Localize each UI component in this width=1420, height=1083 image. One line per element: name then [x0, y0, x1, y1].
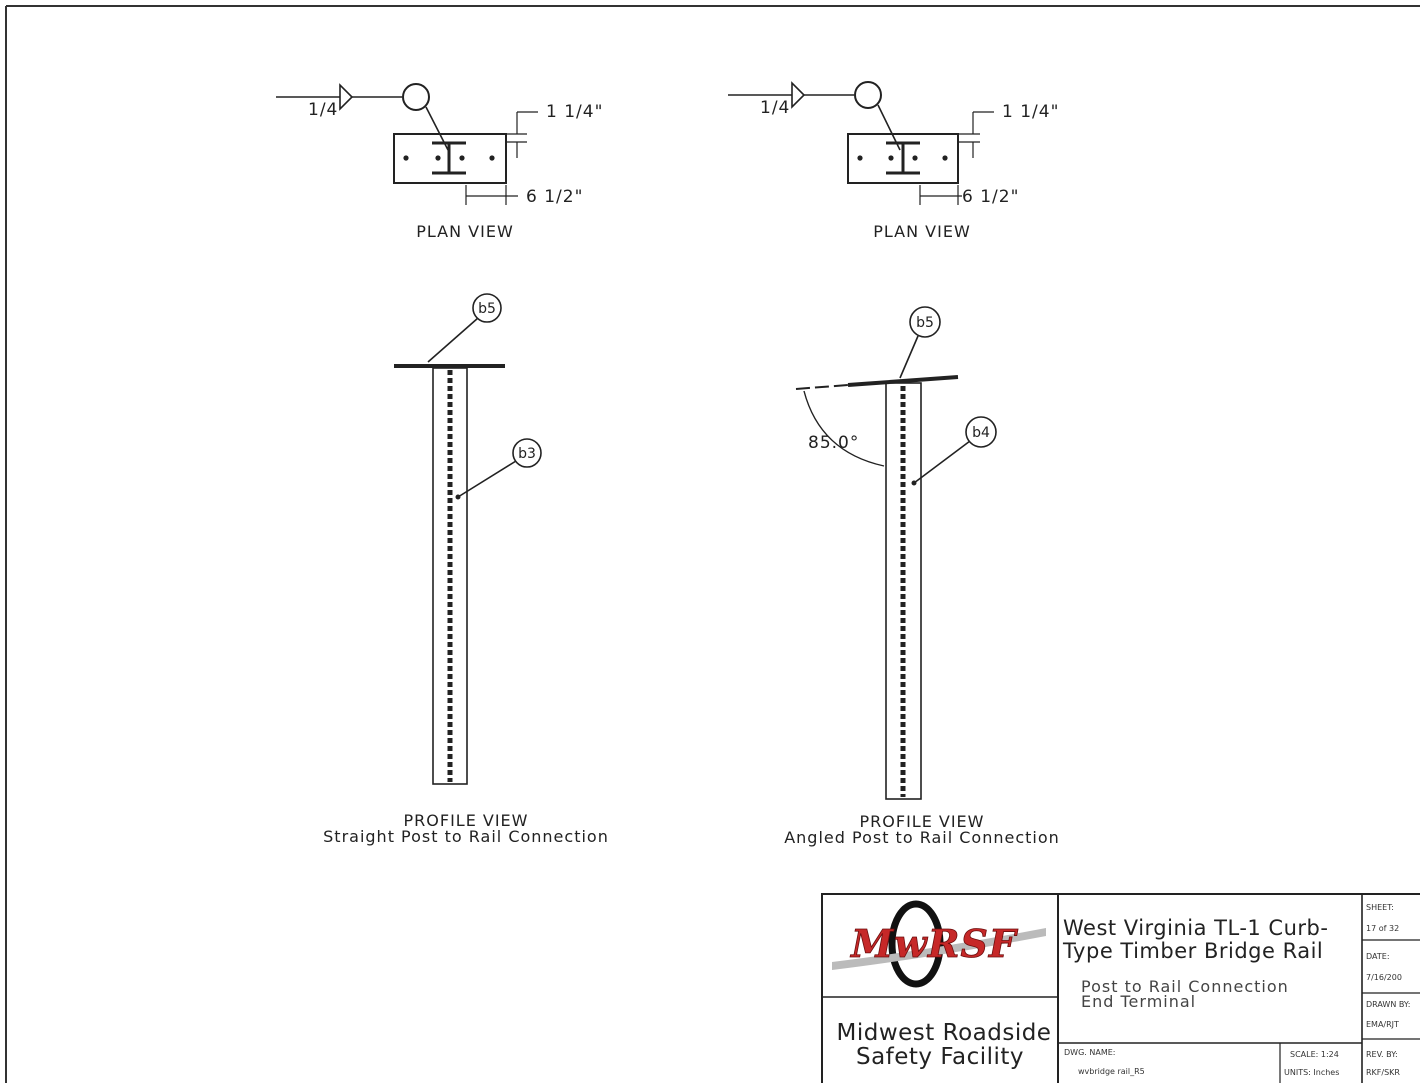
base-plate-right [847, 133, 959, 184]
sheet-label: SHEET: [1366, 903, 1394, 912]
plan-view-left [276, 83, 538, 205]
date-value: 7/16/200 [1366, 973, 1402, 982]
weld-size-right: 1/4 [760, 98, 790, 118]
rail-plate-extension-right [795, 384, 849, 390]
rev-by-label: REV. BY: [1366, 1050, 1398, 1059]
profile-view-right-subtitle: Angled Post to Rail Connection [784, 828, 1060, 847]
drawn-by-label: DRAWN BY: [1366, 1000, 1410, 1009]
mwrsf-logo: MwRSF [832, 900, 1046, 988]
dim-offset-right-label: 6 1/2" [962, 187, 1019, 207]
callout-b4-right [965, 416, 997, 448]
dwg-name-value: wvbridge rail_R5 [1078, 1067, 1145, 1076]
dim-offset-left-label: 6 1/2" [526, 187, 583, 207]
dim-thickness-left [507, 111, 538, 158]
project-title-line-1: West Virginia TL-1 Curb- [1063, 916, 1328, 940]
date-label: DATE: [1366, 952, 1390, 961]
callout-b3-left-label: b3 [518, 446, 536, 462]
base-plate-left [393, 133, 507, 184]
callout-b3-left [512, 438, 542, 468]
post-left [432, 367, 468, 785]
dim-thickness-right [959, 111, 994, 158]
profile-view-left [394, 293, 542, 785]
org-line-1: Midwest Roadside [837, 1020, 1052, 1046]
plan-view-right [728, 81, 994, 205]
profile-view-left-subtitle: Straight Post to Rail Connection [323, 827, 609, 846]
rev-by-value: RKF/SKR [1366, 1068, 1400, 1077]
callout-b5-right-label: b5 [916, 315, 934, 331]
dim-thickness-left-label: 1 1/4" [546, 102, 603, 122]
bolt-holes-right [857, 155, 948, 161]
drawing-subtitle-line-2: End Terminal [1081, 992, 1196, 1011]
rail-plate-right [847, 375, 959, 387]
dim-thickness-right-label: 1 1/4" [1002, 102, 1059, 122]
weld-symbol-right [728, 81, 901, 151]
weld-size-left: 1/4 [308, 100, 338, 120]
angle-label: 85.0° [808, 433, 859, 453]
profile-view-right [795, 306, 997, 800]
post-section-left [432, 141, 466, 175]
callout-b5-left [472, 293, 502, 323]
dwg-name-label: DWG. NAME: [1064, 1048, 1115, 1057]
scale-label: SCALE: 1:24 [1290, 1050, 1339, 1059]
plan-view-right-title: PLAN VIEW [873, 222, 971, 241]
units-label: UNITS: Inches [1284, 1068, 1339, 1077]
sheet-border [5, 5, 1420, 1083]
callout-b5-right [909, 306, 941, 338]
title-block [821, 893, 1420, 1083]
callout-b5-left-label: b5 [478, 301, 496, 317]
post-section-right [886, 141, 920, 175]
weld-symbol-left [276, 83, 449, 151]
dim-offset-left [465, 185, 518, 205]
profile-view-right-title: PROFILE VIEW [860, 812, 985, 831]
dim-offset-right [919, 185, 962, 205]
logo-text: MwRSF [849, 921, 1019, 966]
plan-view-left-title: PLAN VIEW [416, 222, 514, 241]
callout-b4-right-label: b4 [972, 425, 990, 441]
sheet-value: 17 of 32 [1366, 924, 1399, 933]
bolt-holes-left [403, 155, 495, 161]
post-right [885, 382, 922, 800]
drawn-by-value: EMA/RJT [1366, 1020, 1399, 1029]
profile-view-left-title: PROFILE VIEW [404, 811, 529, 830]
project-title-line-2: Type Timber Bridge Rail [1062, 939, 1323, 963]
org-line-2: Safety Facility [856, 1044, 1024, 1070]
angle-arc [803, 390, 885, 467]
drawing-subtitle-line-1: Post to Rail Connection [1081, 977, 1289, 996]
